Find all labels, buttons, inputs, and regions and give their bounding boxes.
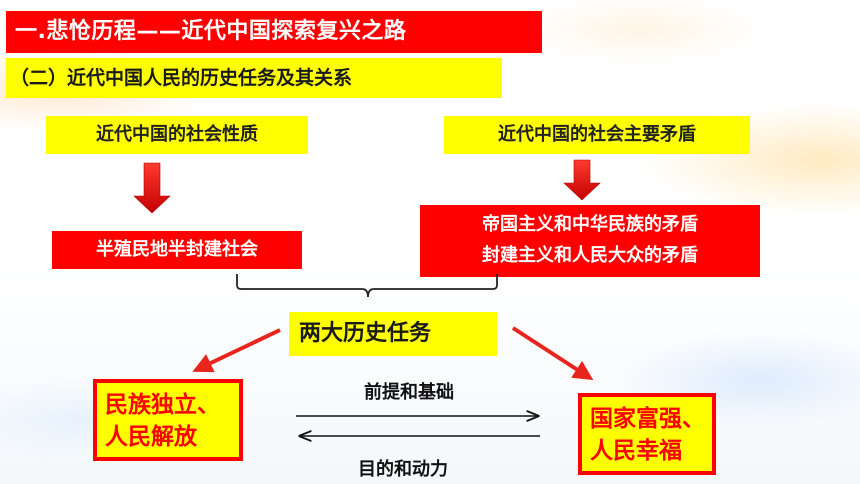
relation-forward-label: 前提和基础 [364, 382, 454, 403]
node-contradictions: 帝国主义和中华民族的矛盾 封建主义和人民大众的矛盾 [420, 205, 760, 277]
down-arrow-left [133, 162, 171, 214]
node-independence: 民族独立、 人民解放 [93, 379, 243, 461]
contradiction-line-2: 封建主义和人民大众的矛盾 [482, 245, 698, 266]
contradiction-line-1: 帝国主义和中华民族的矛盾 [482, 214, 698, 235]
node-semi-colonial-society: 半殖民地半封建社会 [52, 231, 302, 269]
down-arrow-right [563, 159, 601, 201]
independence-line-1: 民族独立、 [105, 392, 220, 418]
node-social-nature: 近代中国的社会性质 [46, 116, 308, 154]
independence-line-2: 人民解放 [105, 424, 197, 450]
section-title: 一.悲怆历程——近代中国探索复兴之路 [6, 11, 542, 53]
arrow-to-independence [192, 328, 281, 373]
node-prosperity: 国家富强、 人民幸福 [578, 393, 716, 475]
grouping-brace [236, 274, 498, 298]
arrow-to-prosperity [511, 326, 594, 381]
node-two-tasks: 两大历史任务 [289, 312, 497, 356]
relation-backward-label: 目的和动力 [358, 459, 448, 480]
section-subtitle: （二）近代中国人民的历史任务及其关系 [6, 58, 502, 98]
prosperity-line-1: 国家富强、 [590, 406, 705, 432]
prosperity-line-2: 人民幸福 [590, 438, 682, 464]
node-main-contradiction: 近代中国的社会主要矛盾 [444, 116, 750, 154]
